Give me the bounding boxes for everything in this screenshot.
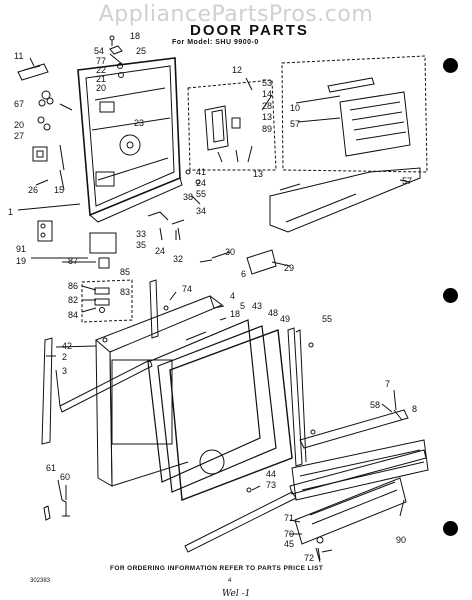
callout-11: 11 bbox=[14, 51, 24, 61]
callout-77: 77 bbox=[96, 56, 107, 66]
callout-91: 91 bbox=[16, 244, 27, 254]
callout-27: 27 bbox=[14, 131, 25, 141]
callout-8: 8 bbox=[412, 404, 418, 414]
callout-13: 13 bbox=[253, 169, 264, 179]
callout-32: 32 bbox=[173, 254, 184, 264]
callout-85: 85 bbox=[120, 267, 131, 277]
model-label: For Model: SHU 9900-0 bbox=[172, 39, 259, 46]
callout-57: 57 bbox=[290, 119, 301, 129]
callout-20: 20 bbox=[96, 83, 107, 93]
callout-12: 12 bbox=[232, 65, 243, 75]
callout-7: 7 bbox=[385, 379, 391, 389]
callout-43: 43 bbox=[252, 301, 263, 311]
callout-21: 21 bbox=[96, 74, 107, 84]
page-number: 4 bbox=[228, 578, 232, 584]
callout-70: 70 bbox=[284, 529, 295, 539]
callout-71: 71 bbox=[284, 513, 295, 523]
callout-28: 28 bbox=[262, 101, 273, 111]
callout-24: 24 bbox=[196, 178, 207, 188]
callout-41: 41 bbox=[196, 167, 207, 177]
callout-60: 60 bbox=[60, 472, 71, 482]
callout-5: 5 bbox=[240, 301, 246, 311]
callout-61: 61 bbox=[46, 463, 57, 473]
callout-73: 73 bbox=[266, 480, 277, 490]
handwritten-note: Wel -1 bbox=[222, 589, 251, 599]
callout-18: 18 bbox=[130, 31, 141, 41]
callout-38: 38 bbox=[183, 192, 194, 202]
callout-74: 74 bbox=[182, 284, 193, 294]
callout-54: 54 bbox=[94, 46, 105, 56]
callout-35: 35 bbox=[136, 240, 147, 250]
callout-84: 84 bbox=[68, 310, 79, 320]
callout-14: 14 bbox=[262, 89, 273, 99]
callout-6: 6 bbox=[241, 269, 247, 279]
callout-20: 20 bbox=[14, 120, 25, 130]
callout-3: 3 bbox=[62, 366, 68, 376]
callout-67: 67 bbox=[14, 99, 25, 109]
callout-34: 34 bbox=[196, 206, 207, 216]
callout-19: 19 bbox=[16, 256, 27, 266]
callout-15: 15 bbox=[54, 185, 65, 195]
callout-90: 90 bbox=[396, 535, 407, 545]
callout-13: 13 bbox=[262, 112, 273, 122]
callout-2: 2 bbox=[62, 352, 68, 362]
binder-hole-icon bbox=[443, 58, 458, 73]
callout-44: 44 bbox=[266, 469, 277, 479]
callout-22: 22 bbox=[96, 65, 107, 75]
callout-55: 55 bbox=[322, 314, 333, 324]
callout-33: 33 bbox=[136, 229, 147, 239]
callout-55: 55 bbox=[196, 189, 207, 199]
callout-10: 10 bbox=[290, 103, 301, 113]
callout-72: 72 bbox=[304, 553, 315, 563]
callout-57: 57 bbox=[402, 176, 413, 186]
callout-1: 1 bbox=[8, 207, 14, 217]
callout-53: 53 bbox=[262, 78, 273, 88]
callout-29: 29 bbox=[284, 263, 295, 273]
callout-30: 30 bbox=[225, 247, 236, 257]
binder-hole-icon bbox=[443, 288, 458, 303]
page-title: DOOR PARTS bbox=[190, 22, 309, 39]
callout-87: 87 bbox=[68, 256, 79, 266]
callout-42: 42 bbox=[62, 341, 73, 351]
callout-45: 45 bbox=[284, 539, 295, 549]
callout-49: 49 bbox=[280, 314, 291, 324]
callout-25: 25 bbox=[136, 46, 147, 56]
document-code: 302383 bbox=[30, 578, 51, 584]
callout-86: 86 bbox=[68, 281, 79, 291]
callout-89: 89 bbox=[262, 124, 273, 134]
callout-4: 4 bbox=[230, 291, 236, 301]
callout-18: 18 bbox=[230, 309, 241, 319]
callout-82: 82 bbox=[68, 295, 79, 305]
binder-hole-icon bbox=[443, 521, 458, 536]
callout-58: 58 bbox=[370, 400, 381, 410]
callout-26: 26 bbox=[28, 185, 39, 195]
callout-48: 48 bbox=[268, 308, 279, 318]
callout-23: 23 bbox=[134, 118, 145, 128]
callout-83: 83 bbox=[120, 287, 131, 297]
callout-24: 24 bbox=[155, 246, 166, 256]
ordering-note: FOR ORDERING INFORMATION REFER TO PARTS … bbox=[110, 565, 324, 572]
